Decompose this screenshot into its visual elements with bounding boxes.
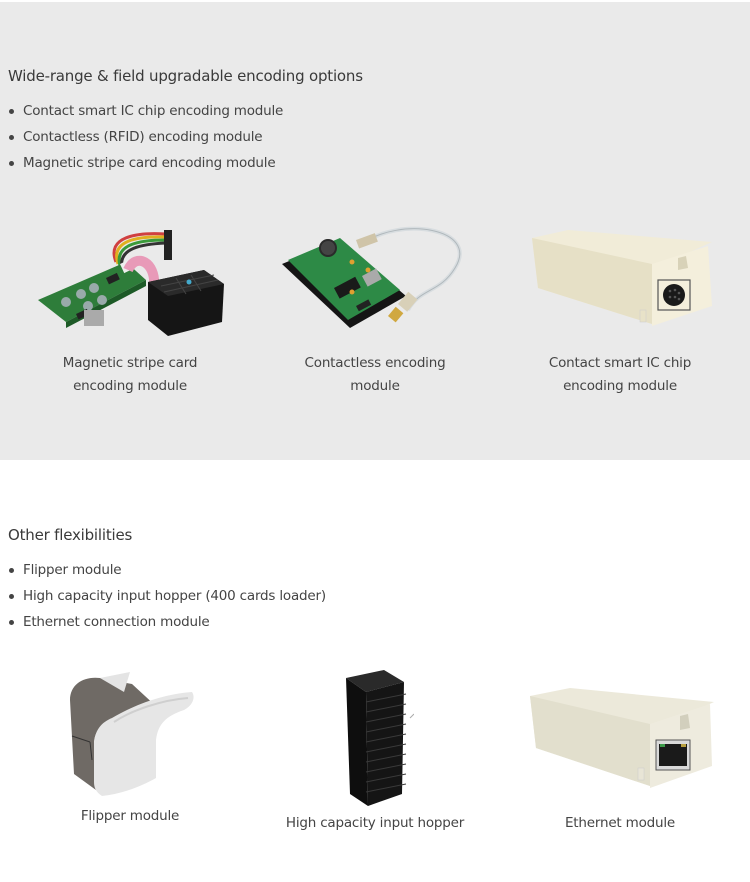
caption-line: Contactless encoding (304, 355, 446, 371)
caption-line: Contact smart IC chip (548, 355, 692, 371)
list-item: Contactless (RFID) encoding module (8, 128, 283, 154)
list-item: Ethernet connection module (8, 613, 326, 639)
list-item: Flipper module (8, 561, 326, 587)
flipper-module-image (70, 672, 194, 796)
list-item: Contact smart IC chip encoding module (8, 102, 283, 128)
caption-line: encoding module (563, 378, 677, 394)
caption-line: Magnetic stripe card (62, 355, 198, 371)
other-flexibilities-list: Flipper module High capacity input hoppe… (8, 561, 326, 639)
other-flexibilities-heading: Other flexibilities (8, 526, 133, 544)
encoding-options-list: Contact smart IC chip encoding module Co… (8, 102, 283, 180)
caption-line: encoding module (73, 378, 187, 394)
input-hopper-image (346, 670, 414, 806)
ethernet-caption: Ethernet module (564, 815, 676, 831)
magnetic-stripe-module-image (38, 230, 224, 336)
input-hopper-caption: High capacity input hopper (285, 815, 465, 831)
list-item: Magnetic stripe card encoding module (8, 154, 283, 180)
contact-ic-caption: Contact smart IC chip encoding module (520, 352, 720, 398)
flipper-caption: Flipper module (80, 808, 180, 824)
contact-ic-chip-module-image (532, 230, 712, 326)
contactless-caption: Contactless encoding module (275, 352, 475, 398)
encoding-options-heading: Wide-range & field upgradable encoding o… (8, 67, 363, 85)
magnetic-stripe-caption: Magnetic stripe card encoding module (30, 352, 230, 398)
contactless-module-image (282, 226, 462, 328)
caption-line: module (350, 378, 400, 394)
ethernet-module-image (530, 688, 714, 788)
list-item: High capacity input hopper (400 cards lo… (8, 587, 326, 613)
encoding-options-section (0, 2, 750, 460)
